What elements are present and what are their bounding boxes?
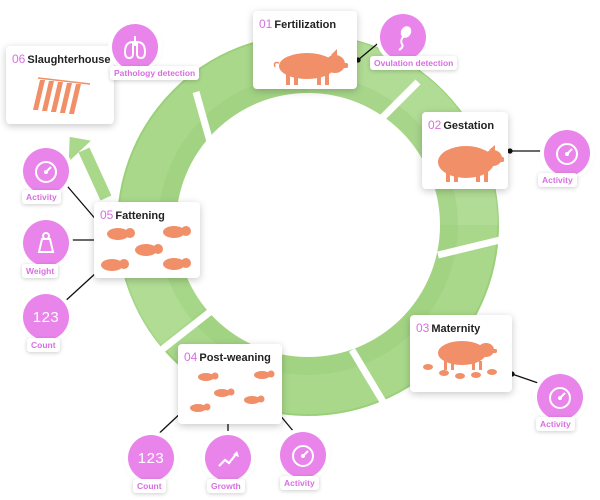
fattening-weight-badge [23, 220, 69, 266]
stage-number: 02 [428, 118, 442, 132]
ring-inner [176, 93, 440, 357]
pathology-badge [112, 24, 158, 70]
stage-number: 06 [12, 52, 26, 66]
pathology-label: Pathology detection [110, 66, 200, 80]
hanging-carcasses-icon [33, 77, 91, 114]
count-icon: 123 [32, 308, 60, 326]
stage-name: Maternity [431, 323, 481, 335]
fattening-count-badge: 123 [23, 294, 69, 340]
speedometer-icon [292, 445, 314, 467]
count-icon: 123 [137, 449, 165, 467]
segment-dividers [152, 79, 501, 412]
speedometer-icon [35, 161, 57, 183]
postweaning-growth-badge [205, 435, 251, 481]
arrow-to-slaughterhouse [68, 136, 112, 201]
gestation-activity-label: Activity [538, 173, 577, 187]
stage-name: Fattening [115, 210, 165, 222]
growth-chart-icon [218, 451, 239, 467]
ovulation-label: Ovulation detection [370, 56, 458, 70]
maternity-activity-badge [537, 374, 583, 420]
fattening-activity-label: Activity [22, 190, 61, 204]
stage-name: Slaughterhouse [27, 54, 111, 66]
gestation-activity-badge [544, 130, 590, 176]
weight-icon [37, 232, 55, 253]
pigs-group-icon [101, 226, 191, 271]
fattening-count-label: Count [27, 338, 60, 352]
speedometer-icon [549, 387, 571, 409]
postweaning-activity-label: Activity [280, 476, 319, 490]
postweaning-count-badge: 123 [128, 435, 174, 481]
postweaning-growth-label: Growth [207, 479, 245, 493]
stage-number: 05 [100, 208, 114, 222]
lungs-icon [123, 36, 147, 60]
stage-number: 03 [416, 321, 430, 335]
stage-name: Gestation [443, 120, 495, 132]
piglets-icon [190, 370, 275, 412]
postweaning-count-label: Count [133, 479, 166, 493]
ovulation-badge [380, 14, 426, 60]
pig-icon [273, 49, 348, 85]
sow-with-piglets-icon [423, 341, 497, 379]
fattening-activity-badge [23, 148, 69, 194]
fattening-weight-label: Weight [22, 264, 59, 278]
stage-number: 01 [259, 17, 273, 31]
postweaning-activity-badge [280, 432, 326, 478]
stage-name: Fertilization [274, 19, 337, 31]
pregnant-pig-icon [438, 145, 504, 182]
maternity-activity-label: Activity [536, 417, 575, 431]
sperm-icon [398, 26, 412, 51]
stage-number: 04 [184, 350, 198, 364]
stage-name: Post-weaning [199, 352, 271, 364]
speedometer-icon [556, 143, 578, 165]
